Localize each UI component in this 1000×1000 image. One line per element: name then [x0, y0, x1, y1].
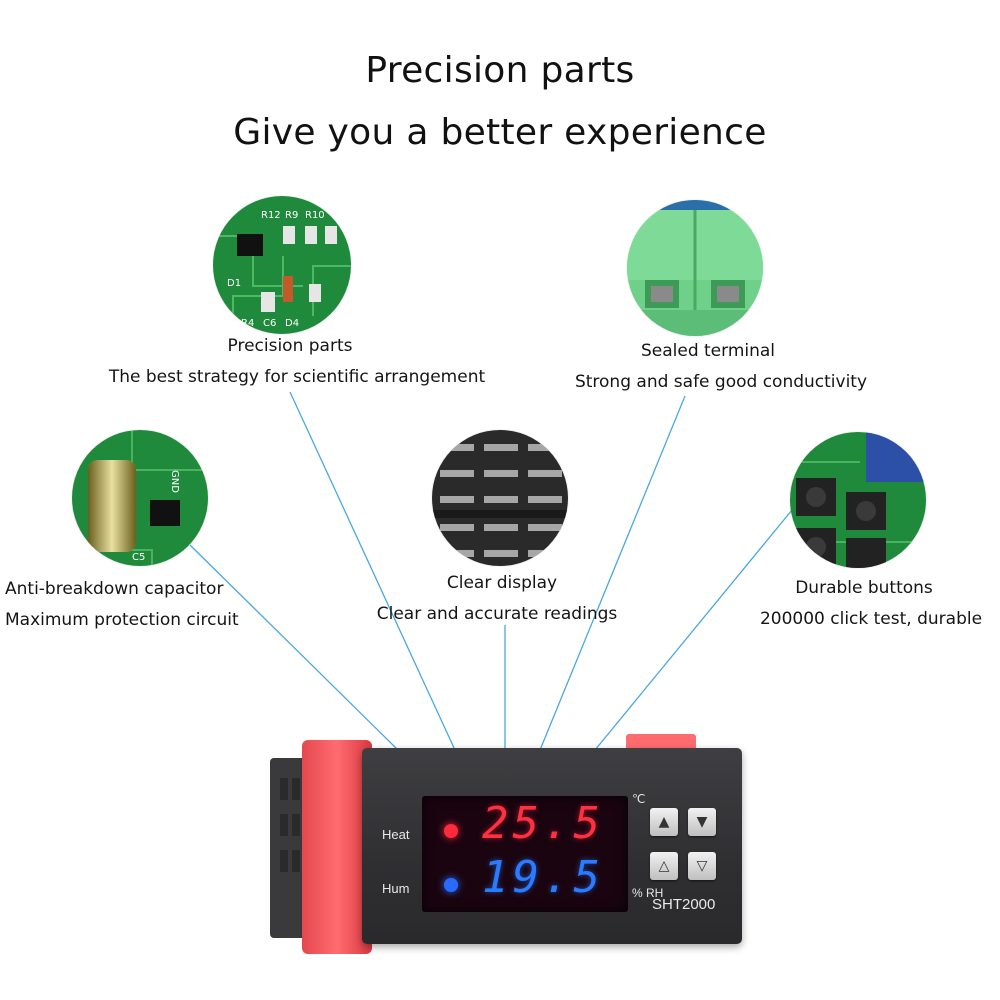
feature-title-capacitor: Anti-breakdown capacitor: [5, 579, 224, 599]
headline-line-2: Give you a better experience: [233, 112, 767, 153]
pcb-label-r10: R10: [305, 210, 325, 221]
feature-title-sealed-terminal: Sealed terminal: [640, 341, 776, 361]
temp-unit-label: ℃: [632, 792, 646, 806]
line-buttons: [594, 509, 793, 751]
feature-title-buttons: Durable buttons: [795, 578, 933, 598]
feature-subtitle-buttons: 200000 click test, durable: [759, 609, 983, 629]
feature-subtitle-display: Clear and accurate readings: [376, 604, 618, 624]
pcb-label-gnd: GND: [169, 470, 180, 493]
pcb-label-c6: C6: [263, 318, 276, 329]
pcb-label-r9: R9: [285, 210, 298, 221]
model-label: SHT2000: [652, 896, 716, 913]
mounting-clip-left: [302, 740, 372, 954]
down-filled-button[interactable]: ▼: [688, 808, 716, 836]
capacitor-closeup-image: GND C5: [72, 430, 208, 566]
lcd-screen: 25.5 19.5: [422, 796, 628, 912]
display-closeup-image: [432, 430, 568, 566]
terminal-closeup-image: [627, 200, 763, 336]
pcb-closeup-image: R12 R9 R10 D1 C6 D4 R4: [213, 196, 351, 334]
device-front-panel: Heat Hum 25.5 19.5 ℃ % RH ▲ ▼ △ ▽ SHT200…: [362, 748, 742, 944]
pcb-label-d4: D4: [285, 318, 299, 329]
pcb-label-c5: C5: [132, 552, 145, 563]
temperature-readout: 25.5: [482, 798, 604, 849]
hum-label: Hum: [382, 881, 410, 896]
heat-indicator-led: [444, 824, 458, 838]
down-outline-button[interactable]: ▽: [688, 852, 716, 880]
humidity-readout: 19.5: [482, 852, 604, 903]
thermostat-device: Heat Hum 25.5 19.5 ℃ % RH ▲ ▼ △ ▽ SHT200…: [262, 734, 752, 955]
feature-subtitle-capacitor: Maximum protection circuit: [5, 610, 239, 630]
line-capacitor: [189, 544, 399, 751]
line-precision-parts: [289, 391, 456, 751]
feature-subtitle-sealed-terminal: Strong and safe good conductivity: [574, 372, 868, 392]
up-filled-button[interactable]: ▲: [650, 808, 678, 836]
feature-title-display: Clear display: [446, 573, 558, 593]
buttons-closeup-image: [790, 432, 926, 568]
hum-unit-label: % RH: [632, 886, 664, 900]
up-outline-button[interactable]: △: [650, 852, 678, 880]
line-sealed-terminal: [539, 395, 686, 751]
pcb-label-d1: D1: [227, 278, 241, 289]
heat-label: Heat: [382, 827, 410, 842]
mounting-clip-right: [626, 734, 696, 748]
feature-title-precision-parts: Precision parts: [227, 336, 353, 356]
pcb-label-r4: R4: [241, 318, 254, 329]
pcb-label-r12: R12: [261, 210, 281, 221]
feature-subtitle-precision-parts: The best strategy for scientific arrange…: [108, 367, 486, 387]
hum-indicator-led: [444, 878, 458, 892]
headline-line-1: Precision parts: [365, 50, 635, 91]
